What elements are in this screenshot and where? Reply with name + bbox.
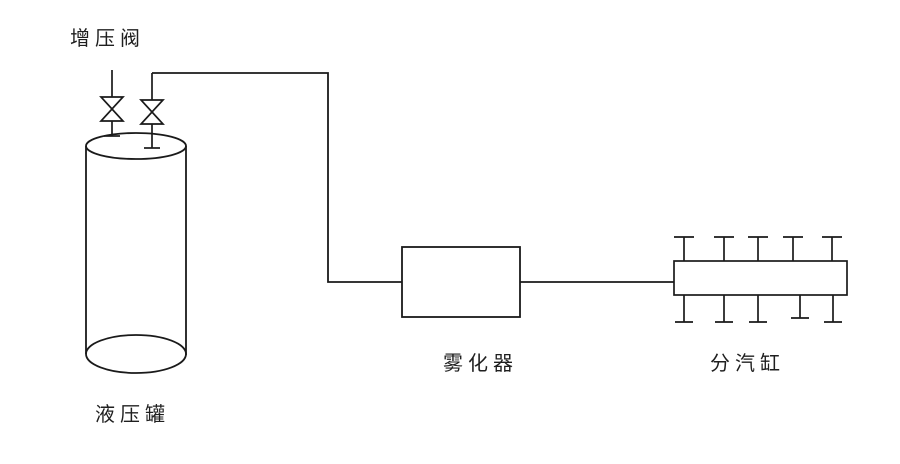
atomizer-box <box>401 246 521 318</box>
distributor-bottom-port <box>715 295 733 323</box>
booster-valve-left <box>99 70 125 137</box>
steam-distributor <box>673 236 848 323</box>
distributor-top-port <box>783 236 803 261</box>
booster-valve-label: 增压阀 <box>70 28 145 50</box>
booster-valve-right <box>139 73 165 149</box>
distributor-bottom-port <box>675 295 693 323</box>
distributor-bottom-port <box>824 295 842 323</box>
valve-right-upper-triangle <box>139 99 165 114</box>
valve-left-upper-triangle <box>99 96 125 111</box>
hydraulic-tank <box>85 132 187 374</box>
tank-bottom-ellipse <box>85 334 187 374</box>
hydraulic-tank-label: 液压罐 <box>95 404 170 426</box>
distributor-top-port <box>674 236 694 261</box>
tank-top-ellipse <box>85 132 187 160</box>
steam-distributor-label: 分汽缸 <box>710 353 785 375</box>
distributor-top-port <box>714 236 734 261</box>
distributor-top-port <box>748 236 768 261</box>
pipe-valve-to-atomizer <box>152 72 402 283</box>
valve-left-lower-triangle <box>99 107 125 122</box>
distributor-top-port <box>822 236 842 261</box>
distributor-bottom-port <box>749 295 767 323</box>
distributor-bottom-port <box>791 295 809 319</box>
atomizer-label: 雾化器 <box>443 353 518 375</box>
valve-right-lower-triangle <box>139 110 165 125</box>
distributor-body <box>673 260 848 296</box>
